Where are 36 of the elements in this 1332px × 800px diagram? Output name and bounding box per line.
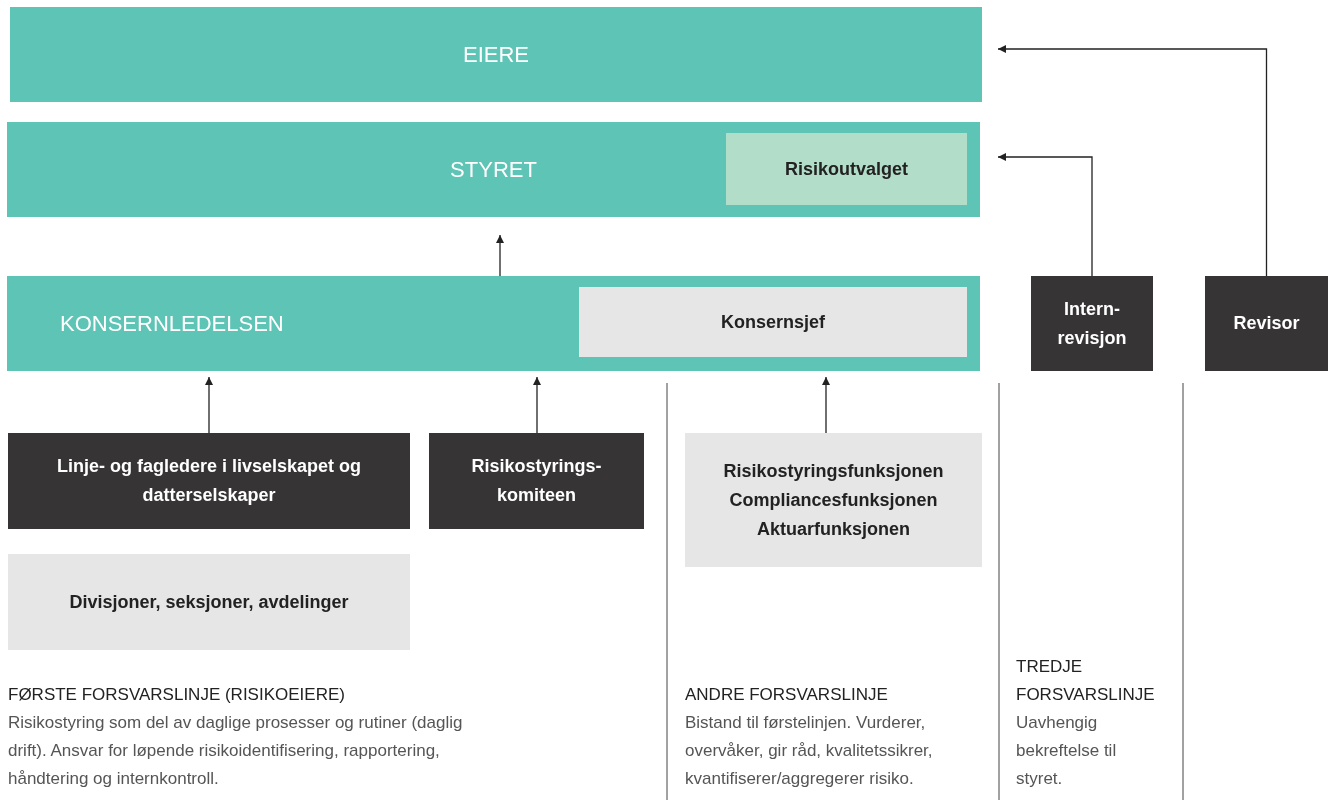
node-label: Linje- og fagledere i livselskapet og datterselskaper xyxy=(55,455,363,507)
node-label: EIERE xyxy=(463,41,529,69)
section-description: Uavhengig bekreftelse til styret. xyxy=(1016,712,1118,790)
section-description: Risikostyring som del av daglige prosesser og rutiner (daglig drift). Ansvar for løpende risikoidentifisering, rapportering, håndtering og internkontroll. xyxy=(8,712,464,790)
node-label: STYRET xyxy=(450,156,537,184)
node-label: Revisor xyxy=(1233,312,1300,335)
section-heading: TREDJE FORSVARSLINJE xyxy=(1016,656,1156,706)
arrow xyxy=(997,153,1093,277)
owners-band xyxy=(10,7,982,102)
auditor-box xyxy=(1205,276,1328,371)
line-managers-box xyxy=(8,433,410,529)
node-label: Risikoutvalget xyxy=(785,157,908,181)
section-heading: FØRSTE FORSVARSLINJE (RISIKOEIERE) xyxy=(8,684,346,706)
arrow xyxy=(997,45,1268,277)
ceo-box xyxy=(579,287,967,357)
section-heading: ANDRE FORSVARSLINJE xyxy=(685,684,889,706)
node-label: Aktuarfunksjonen xyxy=(757,517,910,541)
internal-audit-box xyxy=(1031,276,1153,371)
arrow xyxy=(822,376,830,434)
node-label: KONSERNLEDELSEN xyxy=(60,310,284,338)
node-label: Compliancesfunksjonen xyxy=(729,488,938,512)
node-label: Intern- revisjon xyxy=(1056,297,1128,350)
node-label: Risikostyringsfunksjonen xyxy=(723,459,944,483)
divisions-box xyxy=(8,554,410,650)
arrow xyxy=(496,234,504,277)
section-description: Bistand til førstelinjen. Vurderer, overvåker, gir råd, kvalitetssikrer, kvantifiserer/aggregerer risiko. xyxy=(685,712,934,790)
arrow xyxy=(533,376,541,434)
control-functions-box xyxy=(685,433,982,567)
committee-box xyxy=(726,133,967,205)
risk-committee-box xyxy=(429,433,644,529)
management-band xyxy=(7,276,980,371)
node-label: Konsernsjef xyxy=(721,310,825,334)
node-label: Risikostyrings- komiteen xyxy=(470,455,603,507)
board-band xyxy=(7,122,980,217)
node-label: Divisjoner, seksjoner, avdelinger xyxy=(69,590,349,614)
arrow xyxy=(205,376,213,434)
